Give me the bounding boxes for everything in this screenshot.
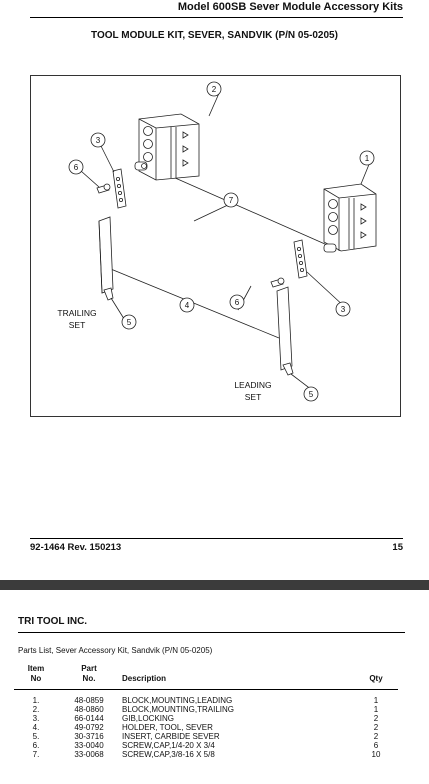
connector-line bbox=[147, 165, 335, 249]
callout-1 bbox=[359, 150, 375, 166]
svg-text:5: 5 bbox=[127, 318, 132, 327]
header-separator bbox=[14, 688, 398, 690]
document-title: TOOL MODULE KIT, SEVER, SANDVIK (P/N 05-… bbox=[91, 30, 338, 41]
part-3-gib-lower bbox=[293, 239, 308, 279]
trailing-set-label: TRAILING SET bbox=[57, 308, 97, 330]
part-6-screw-lower bbox=[270, 277, 285, 288]
callout-3-upper bbox=[90, 132, 106, 148]
part-6-screw-upper bbox=[96, 183, 111, 194]
callout-4 bbox=[179, 297, 195, 313]
header-rule bbox=[30, 17, 403, 18]
table-row: 3. 66-0144 GIB,LOCKING 2 bbox=[32, 714, 379, 723]
svg-text:5: 5 bbox=[309, 390, 314, 399]
svg-text:6: 6 bbox=[235, 298, 240, 307]
part-5-insert-leading bbox=[282, 362, 294, 376]
callout-3-lower bbox=[335, 301, 351, 317]
manual-page-top: Model 600SB Sever Module Accessory Kits … bbox=[30, 1, 403, 553]
part-4-tool-holder-trailing bbox=[98, 216, 114, 294]
parts-table: Item No Part No. Description Qty 1. 48-0… bbox=[14, 664, 398, 759]
document-number: 92-1464 Rev. 150213 bbox=[30, 542, 122, 553]
header-title: Model 600SB Sever Module Accessory Kits bbox=[177, 1, 403, 13]
callout-6-upper bbox=[68, 159, 84, 175]
callout-5-trailing bbox=[121, 314, 137, 330]
table-row: 1. 48-0859 BLOCK,MOUNTING,LEADING 1 bbox=[32, 696, 379, 705]
callout-7 bbox=[223, 192, 239, 208]
table-row: 4. 49-0792 HOLDER, TOOL, SEVER 2 bbox=[32, 723, 379, 732]
leading-set-label: LEADING SET bbox=[234, 380, 272, 402]
header-qty: Qty bbox=[369, 674, 383, 683]
svg-text:4: 4 bbox=[185, 301, 190, 310]
header-item-no: Item No bbox=[27, 664, 45, 683]
page-separator bbox=[0, 580, 429, 590]
header-part-no: Part No. bbox=[81, 664, 97, 683]
part-4-tool-holder-leading bbox=[276, 286, 293, 371]
company-rule bbox=[18, 632, 405, 633]
part-7-screw bbox=[134, 161, 148, 171]
svg-text:6: 6 bbox=[74, 163, 79, 172]
callout-2 bbox=[206, 81, 222, 97]
callout-6-lower bbox=[229, 294, 245, 310]
exploded-parts-diagram: 1 2 3 3 4 5 5 6 6 7 TRAILING SET LEADING… bbox=[30, 75, 401, 417]
part-3-gib-upper bbox=[112, 168, 127, 209]
table-row: 6. 33-0040 SCREW,CAP,1/4-20 X 3/4 6 bbox=[32, 741, 379, 750]
svg-text:3: 3 bbox=[341, 305, 346, 314]
page-number: 15 bbox=[392, 542, 403, 553]
parts-list-title: Parts List, Sever Accessory Kit, Sandvik… bbox=[18, 646, 213, 655]
callout-5-leading bbox=[303, 386, 319, 402]
footer-rule bbox=[30, 538, 403, 539]
parts-table-header: Item No Part No. Description Qty bbox=[14, 664, 398, 688]
svg-text:1: 1 bbox=[365, 154, 370, 163]
part-5-insert-trailing bbox=[103, 287, 114, 301]
svg-text:7: 7 bbox=[229, 196, 234, 205]
company-name: TRI TOOL INC. bbox=[18, 616, 88, 627]
table-row: 5. 30-3716 INSERT, CARBIDE SEVER 2 bbox=[32, 732, 379, 741]
svg-text:3: 3 bbox=[96, 136, 101, 145]
part-2-trailing-block bbox=[138, 113, 200, 181]
diagram-drawing: 1 2 3 3 4 5 5 6 6 7 bbox=[68, 81, 377, 402]
manual-page-bottom: TRI TOOL INC. Parts List, Sever Accessor… bbox=[0, 590, 429, 784]
header-description: Description bbox=[122, 674, 167, 683]
part-1-leading-block bbox=[323, 183, 377, 253]
svg-text:2: 2 bbox=[212, 85, 217, 94]
table-row: 7. 33-0068 SCREW,CAP,3/8-16 X 5/8 10 bbox=[32, 750, 381, 759]
table-row: 2. 48-0860 BLOCK,MOUNTING,TRAILING 1 bbox=[32, 705, 379, 714]
